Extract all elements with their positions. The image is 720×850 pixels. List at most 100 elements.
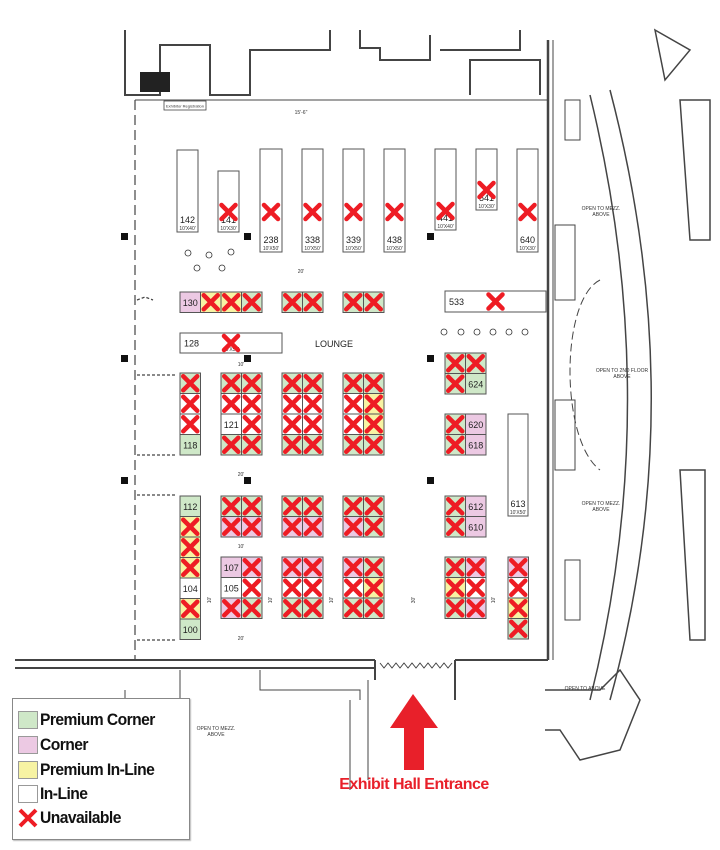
booth-118[interactable]: 118 <box>179 434 201 456</box>
booth[interactable] <box>444 556 466 578</box>
booth[interactable] <box>444 413 466 435</box>
booth[interactable] <box>241 434 263 456</box>
booth[interactable] <box>444 516 466 538</box>
booth[interactable] <box>465 577 487 599</box>
booth[interactable] <box>281 495 303 517</box>
booth[interactable] <box>363 556 385 578</box>
booth[interactable] <box>241 597 263 619</box>
booth[interactable] <box>363 291 385 313</box>
booth[interactable] <box>342 413 364 435</box>
booth[interactable] <box>342 556 364 578</box>
booth[interactable] <box>302 413 324 435</box>
booth[interactable] <box>507 556 529 578</box>
booth[interactable] <box>363 597 385 619</box>
booth[interactable] <box>281 577 303 599</box>
booth[interactable] <box>220 516 242 538</box>
booth-112[interactable]: 112 <box>179 495 201 517</box>
booth[interactable] <box>179 413 201 435</box>
booth[interactable] <box>363 413 385 435</box>
booth-107[interactable]: 107 <box>220 556 242 578</box>
booth[interactable] <box>302 291 324 313</box>
booth[interactable] <box>241 413 263 435</box>
booth[interactable] <box>281 434 303 456</box>
booth[interactable] <box>179 372 201 394</box>
booth-105[interactable]: 105 <box>220 577 242 599</box>
booth[interactable] <box>444 597 466 619</box>
booth-620[interactable]: 620 <box>465 413 487 435</box>
booth-533[interactable]: 533 <box>444 290 547 313</box>
booth[interactable] <box>281 393 303 415</box>
booth[interactable] <box>342 291 364 313</box>
booth[interactable] <box>281 597 303 619</box>
booth[interactable] <box>444 495 466 517</box>
booth[interactable] <box>281 516 303 538</box>
booth[interactable] <box>302 516 324 538</box>
booth[interactable] <box>241 291 263 313</box>
booth-104[interactable]: 104 <box>179 577 201 599</box>
booth[interactable] <box>342 577 364 599</box>
booth[interactable] <box>302 597 324 619</box>
booth[interactable] <box>302 372 324 394</box>
booth[interactable] <box>444 373 466 395</box>
booth[interactable] <box>507 577 529 599</box>
booth[interactable] <box>179 393 201 415</box>
booth[interactable] <box>444 577 466 599</box>
booth[interactable] <box>179 557 201 579</box>
booth[interactable] <box>220 291 242 313</box>
booth[interactable] <box>220 434 242 456</box>
booth[interactable] <box>220 597 242 619</box>
booth[interactable] <box>220 372 242 394</box>
booth[interactable] <box>281 291 303 313</box>
booth[interactable] <box>342 434 364 456</box>
booth-130[interactable]: 130 <box>179 291 201 313</box>
booth[interactable] <box>342 393 364 415</box>
booth[interactable] <box>444 352 466 374</box>
booth[interactable] <box>465 352 487 374</box>
booth[interactable] <box>241 556 263 578</box>
booth[interactable] <box>302 434 324 456</box>
booth[interactable] <box>465 597 487 619</box>
booth[interactable] <box>342 597 364 619</box>
booth[interactable] <box>363 372 385 394</box>
booth-121[interactable]: 121 <box>220 413 242 435</box>
booth[interactable] <box>241 495 263 517</box>
booth[interactable] <box>363 434 385 456</box>
booth[interactable] <box>444 434 466 456</box>
booth[interactable] <box>281 413 303 435</box>
booth[interactable] <box>465 556 487 578</box>
booth[interactable] <box>179 536 201 558</box>
booth[interactable] <box>342 516 364 538</box>
booth[interactable] <box>342 495 364 517</box>
booth[interactable] <box>363 393 385 415</box>
booth-618[interactable]: 618 <box>465 434 487 456</box>
booth-612[interactable]: 612 <box>465 495 487 517</box>
booth[interactable] <box>302 495 324 517</box>
booth-100[interactable]: 100 <box>179 618 201 640</box>
booth[interactable] <box>302 577 324 599</box>
booth[interactable] <box>281 556 303 578</box>
booth[interactable] <box>507 618 529 640</box>
booth[interactable] <box>179 598 201 620</box>
booth[interactable] <box>281 372 303 394</box>
booth[interactable] <box>220 495 242 517</box>
booth[interactable] <box>363 495 385 517</box>
booth[interactable] <box>241 372 263 394</box>
booth[interactable] <box>241 516 263 538</box>
booth[interactable] <box>507 597 529 619</box>
booth[interactable] <box>302 393 324 415</box>
booth[interactable] <box>241 577 263 599</box>
booth[interactable] <box>200 291 222 313</box>
booth-610[interactable]: 610 <box>465 516 487 538</box>
booth[interactable] <box>179 516 201 538</box>
